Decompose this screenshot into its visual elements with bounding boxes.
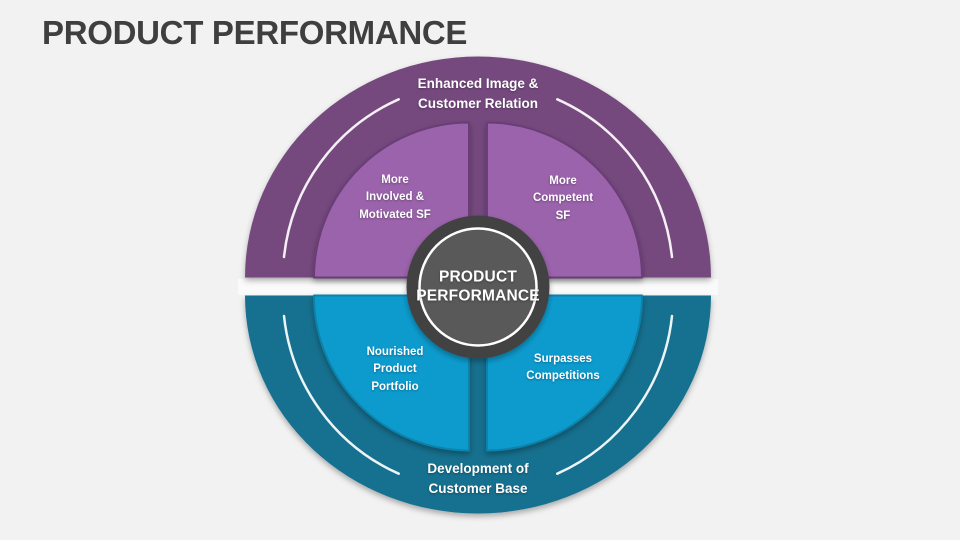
hub-inner-circle: [418, 227, 538, 347]
bottom-right-accent-arc: [556, 314, 674, 475]
top-right-accent-arc: [556, 98, 674, 259]
bottom-left-accent-arc: [282, 314, 400, 475]
top-left-accent-arc: [282, 98, 400, 259]
page-title: PRODUCT PERFORMANCE: [42, 14, 468, 51]
